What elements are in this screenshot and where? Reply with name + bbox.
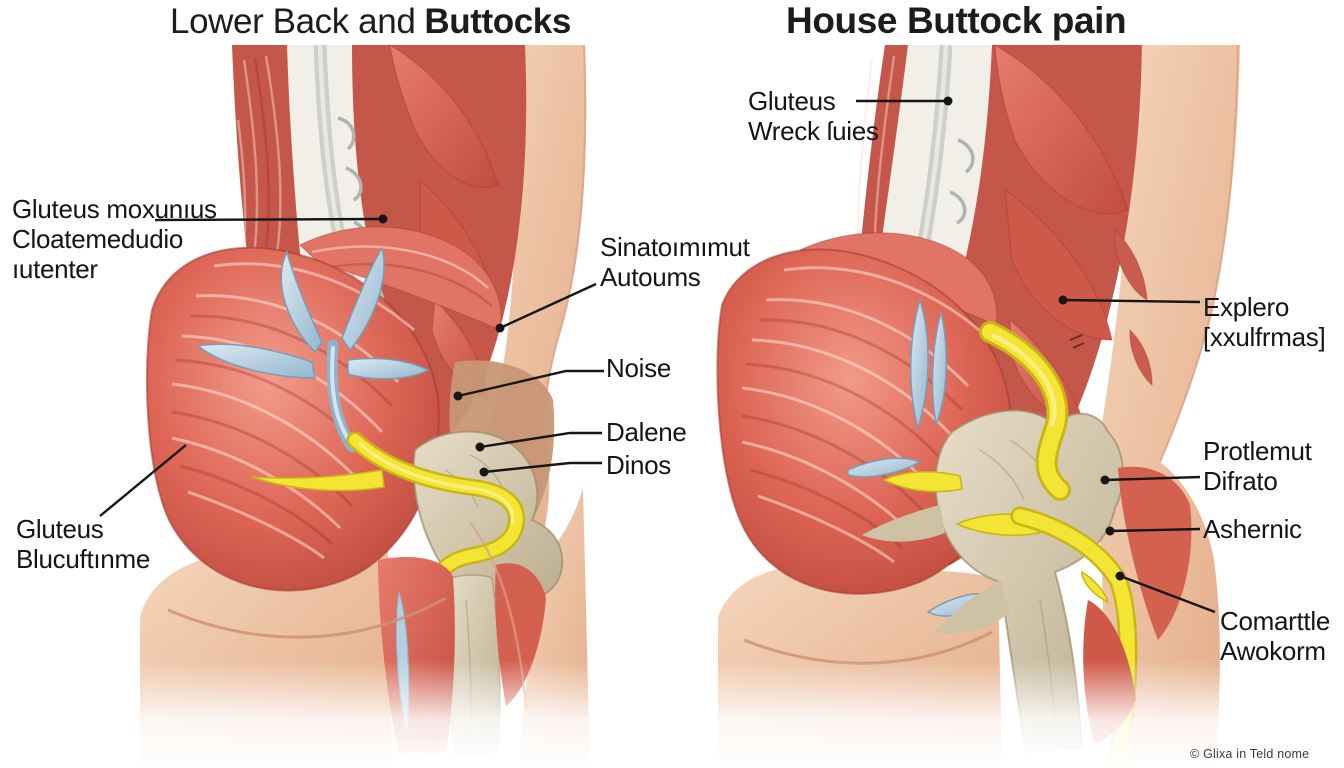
left-title-bold: Buttocks [424,2,571,41]
right-muscle-tick-marks [1069,334,1085,349]
left-sciatic-nerve-highlight [358,442,515,525]
label-protlemut: Protlemut Difrato [1203,436,1312,496]
right-pelvis-femur-bone [934,409,1125,754]
right-panel-title: House Buttock pain [786,0,1127,41]
label-comarttle: Comarttle Awokorm [1220,606,1330,666]
leader-gluteus-lower [99,444,187,517]
left-title-regular: Lower Back and [170,2,416,41]
left-back-muscle-shadow-striation [253,57,270,271]
right-bone-spur-lower [935,580,1010,634]
right-sciatic-sliver [1081,570,1110,604]
leader-dinos [483,461,602,474]
leader-gluteus-moxunius [154,217,384,222]
leader-ashernic [1109,527,1201,533]
left-figure [140,43,590,768]
leader-explero [1062,298,1201,304]
right-nerve-spur-a [882,471,963,493]
label-gluteus-lower: Gluteus Blucuftınme [16,514,150,574]
credit-text: © Glixa in Teld nome [1190,747,1310,761]
right-nerve-roots-blue [847,297,997,617]
left-nerve-roots-blue [196,246,430,380]
leader-lines [99,99,1216,614]
left-gluteus-medius [298,226,502,331]
left-gluteal-fold [167,596,447,639]
label-sinatomimut: Sinatoımımut Autoums [600,232,750,292]
label-dinos: Dinos [606,450,671,480]
label-explero: Explero [xxulfrmas] [1203,292,1326,352]
right-bone-spur-left [862,505,945,542]
bottom-fade [0,660,1344,768]
label-gluteus-moxunius: Gluteus moxunıus Cloatemedudio ıutenter [12,194,217,284]
left-nerve-stem-highlight [330,346,352,444]
leader-noise [457,369,604,398]
label-gluteus-wreck: Gluteus Wreck ſuies [748,86,879,146]
right-figure [716,43,1240,768]
leader-comarttle [1119,574,1216,614]
label-dalene: Dalene [606,417,687,447]
right-sciatic-s-highlight [991,333,1057,427]
leader-sinatomimut [499,282,597,330]
label-ashernic: Ashernic [1203,514,1302,544]
right-body-outline [1158,44,1240,463]
left-nerve-branch-yellow [251,469,385,492]
left-gluteus-medius-striations [311,245,493,307]
leader-dots [378,96,1125,581]
label-noise: Noise [606,353,671,383]
leader-dalene [479,431,602,449]
leader-protlemut [1104,475,1201,482]
